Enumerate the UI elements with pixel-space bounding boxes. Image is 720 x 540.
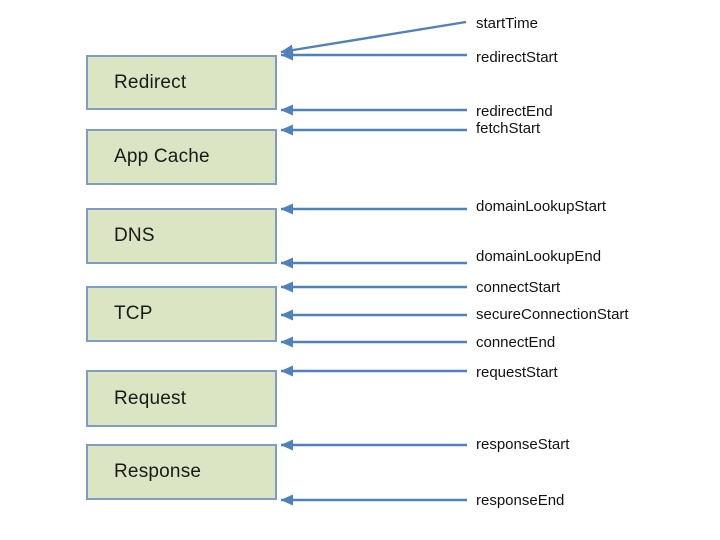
marker-label-domainlookupend: domainLookupEnd <box>476 248 602 265</box>
phase-box-label: Request <box>114 387 187 409</box>
phase-box-request: Request <box>86 370 277 427</box>
phase-box-label: TCP <box>114 303 153 324</box>
marker-label-fetchstart: fetchStart <box>476 120 541 137</box>
marker-label-responseend: responseEnd <box>476 492 565 509</box>
phase-box-label: App Cache <box>114 146 210 167</box>
phase-box-dns: DNS <box>86 208 277 264</box>
marker-label-connectstart: connectStart <box>476 279 561 296</box>
arrow-starttime <box>280 20 467 56</box>
marker-label-redirectend: redirectEnd <box>476 103 553 120</box>
marker-label-secureconnectionstart: secureConnectionStart <box>476 306 629 323</box>
phase-box-response: Response <box>86 444 277 500</box>
phase-box-label: DNS <box>114 225 155 246</box>
phase-box-label: Redirect <box>114 71 187 93</box>
marker-label-connectend: connectEnd <box>476 334 556 351</box>
phase-box-tcp: TCP <box>86 286 277 342</box>
marker-label-starttime: startTime <box>476 15 538 32</box>
phase-box-redirect: Redirect <box>86 55 277 110</box>
marker-label-requeststart: requestStart <box>476 364 558 381</box>
marker-label-redirectstart: redirectStart <box>476 49 558 66</box>
marker-label-responsestart: responseStart <box>476 436 570 453</box>
phase-box-label: Response <box>114 461 202 482</box>
marker-label-domainlookupstart: domainLookupStart <box>476 198 607 215</box>
phase-box-app-cache: App Cache <box>86 129 277 185</box>
